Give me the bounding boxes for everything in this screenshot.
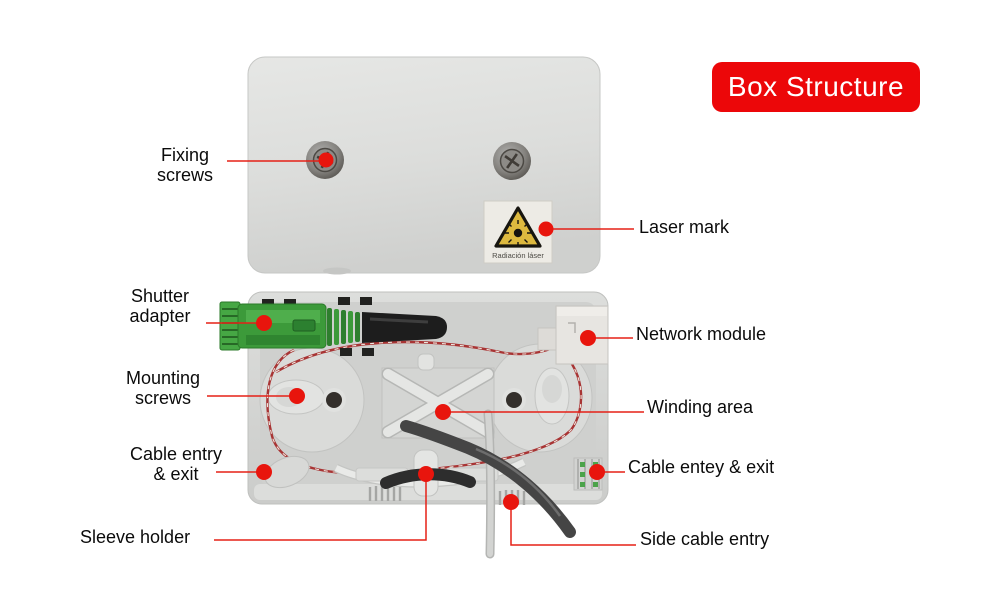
pointer-dot-laser-mark bbox=[538, 221, 554, 237]
screw-hole-left bbox=[326, 392, 342, 408]
laser-starburst-icon bbox=[505, 220, 531, 246]
black-connector-boot bbox=[362, 312, 447, 343]
network-module-part bbox=[537, 305, 609, 365]
black-connector-highlight bbox=[369, 317, 429, 324]
pointer-dot-sleeve-holder bbox=[418, 466, 434, 482]
label-network-module: Network module bbox=[636, 324, 767, 344]
box-cover: Radiación láser bbox=[247, 56, 601, 275]
label-laser-mark: Laser mark bbox=[639, 217, 730, 237]
pointer-dot-winding-area bbox=[435, 404, 451, 420]
side-entry-cable-highlight bbox=[475, 447, 562, 517]
box-structure-banner: Box Structure bbox=[712, 62, 920, 112]
pointer-dot-mounting-screws bbox=[289, 388, 305, 404]
label-fixing-screws: Fixing screws bbox=[156, 145, 213, 185]
leader-line-sleeve-holder bbox=[214, 477, 427, 541]
winding-tab-top bbox=[417, 353, 435, 371]
pointer-dot-network-module bbox=[580, 330, 596, 346]
box-base bbox=[219, 291, 609, 559]
pointer-dot-fixing-screws bbox=[318, 152, 334, 168]
side-entry-cable bbox=[400, 420, 576, 538]
shutter-adapter-part bbox=[219, 301, 447, 351]
cable-port-left-corner bbox=[264, 455, 310, 489]
pointer-dot-side-cable-entry bbox=[503, 494, 519, 510]
white-drop-cable bbox=[485, 411, 494, 557]
sticker-caption: Radiación láser bbox=[492, 251, 544, 260]
screw-hole-right bbox=[506, 392, 522, 408]
pointer-dots bbox=[256, 152, 605, 510]
label-side-cable-entry: Side cable entry bbox=[640, 529, 770, 549]
cover-notch bbox=[323, 267, 351, 275]
label-shutter-adapter: Shutter adapter bbox=[129, 286, 191, 326]
label-winding-area: Winding area bbox=[647, 397, 754, 417]
label-mounting-screws: Mounting screws bbox=[125, 368, 201, 408]
cable-comb-center-left bbox=[368, 486, 402, 501]
fixing-screw-right bbox=[493, 142, 531, 180]
pointer-dot-cable-entry-left bbox=[256, 464, 272, 480]
pointer-dot-shutter-adapter bbox=[256, 315, 272, 331]
pointer-dot-cable-entry-right bbox=[589, 464, 605, 480]
label-sleeve-holder: Sleeve holder bbox=[80, 527, 191, 547]
label-cable-entry-exit-left: Cable entry & exit bbox=[129, 444, 223, 484]
leader-line-side-cable-entry bbox=[510, 504, 636, 546]
mounting-boss-right bbox=[534, 367, 570, 425]
cover-clip-tabs bbox=[262, 297, 374, 356]
adapter-boot-ridges bbox=[327, 308, 360, 346]
label-cable-entey-exit-right: Cable entey & exit bbox=[628, 457, 775, 477]
